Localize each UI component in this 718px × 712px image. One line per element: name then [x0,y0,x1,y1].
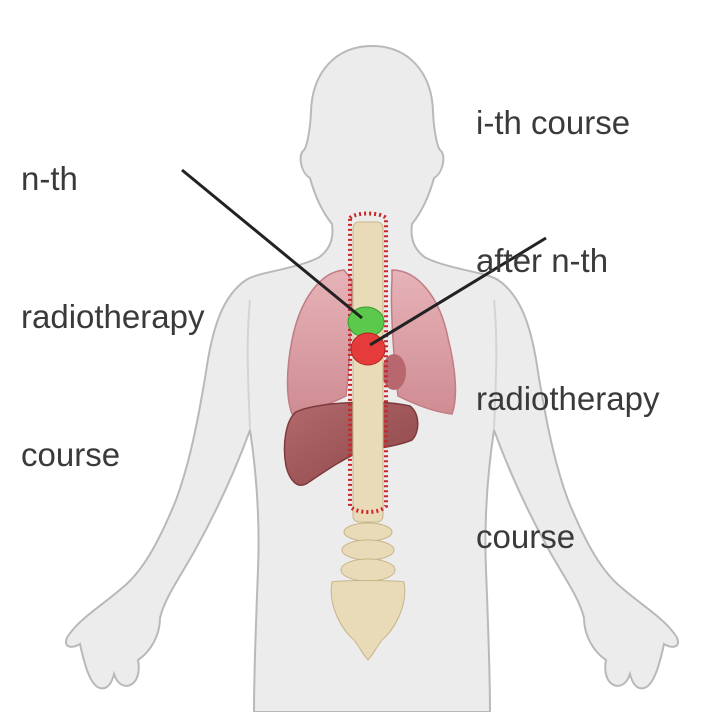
ith-course-label: i-th course after n-th radiotherapy cour… [476,8,659,606]
ith-course-label-line1: i-th course [476,100,659,146]
ith-course-label-line2: after n-th [476,238,659,284]
nth-course-label-line3: course [21,432,204,478]
ith-course-label-line3: radiotherapy [476,376,659,422]
nth-course-label-line1: n-th [21,156,204,202]
nth-course-label-line2: radiotherapy [21,294,204,340]
nth-course-label: n-th radiotherapy course [21,64,204,524]
ith-course-label-line4: course [476,514,659,560]
